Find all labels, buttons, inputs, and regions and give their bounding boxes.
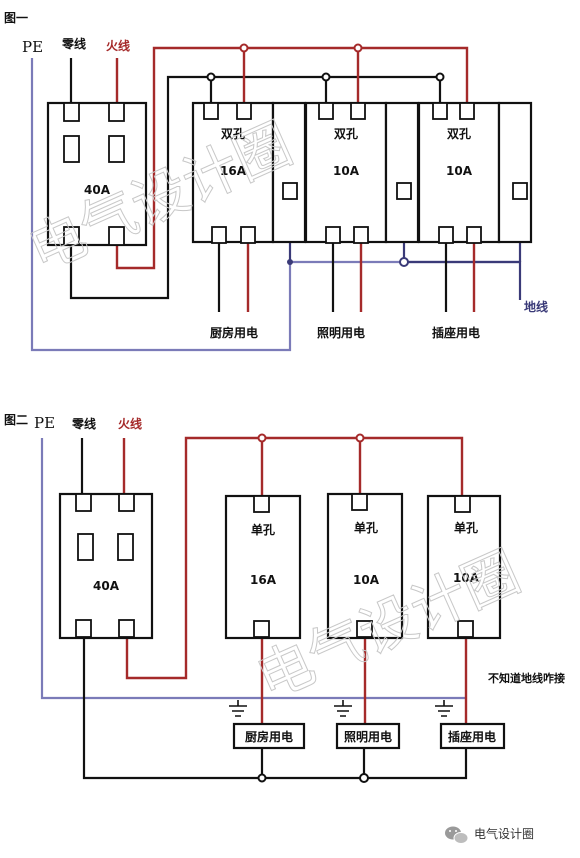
junction-dot [355, 433, 365, 443]
ground-symbol [229, 700, 453, 717]
pe-label: PE [34, 414, 55, 432]
circuit-label: 照明用电 [317, 325, 365, 340]
ground-note: 不知道地线咋接 [488, 671, 565, 685]
footer-brand: 电气设计圈 [445, 826, 534, 844]
pe-label: PE [22, 38, 43, 56]
main-breaker-rating: 40A [93, 579, 120, 593]
breaker-socket: 双孔 10A [417, 101, 533, 244]
breaker-rating: 10A [353, 573, 380, 587]
circuit-live-out [246, 243, 476, 312]
breaker-type: 单孔 [354, 520, 378, 535]
live-label: 火线 [106, 38, 130, 53]
neutral-drops [260, 748, 366, 778]
junction-dot [287, 259, 293, 265]
circuit-label: 照明用电 [344, 729, 392, 744]
pe-wire [40, 438, 466, 700]
neutral-bus [82, 637, 468, 780]
live-bus [115, 46, 469, 270]
breaker-type: 双孔 [447, 127, 471, 141]
junction-dot [257, 773, 267, 783]
circuit-label: 厨房用电 [210, 325, 258, 340]
circuit-live-out [260, 637, 468, 724]
breaker-rating: 10A [333, 164, 360, 178]
ground-bus [404, 260, 522, 300]
breaker-rating: 16A [220, 164, 247, 178]
neutral-drops [209, 77, 328, 103]
figure-2-title: 图二 [4, 413, 28, 427]
junction-dot [321, 72, 331, 82]
ground-label: 地线 [524, 299, 548, 314]
junction-dot [239, 43, 249, 53]
circuit-neutral-out [217, 243, 448, 312]
breaker-kitchen: 双孔 16A [191, 101, 307, 244]
breaker-type: 双孔 [334, 127, 358, 141]
breaker-socket: 单孔 10A [426, 494, 502, 640]
breaker-rating: 16A [250, 573, 277, 587]
circuit-label: 插座用电 [432, 325, 480, 340]
junction-dot [399, 257, 409, 267]
live-drops [260, 438, 362, 496]
figure-1-title: 图一 [4, 11, 28, 25]
pe-wire [30, 58, 520, 352]
live-bus [125, 436, 464, 680]
neutral-label: 零线 [61, 36, 86, 51]
breaker-type: 单孔 [251, 522, 275, 537]
neutral-label: 零线 [71, 416, 96, 431]
junction-dot [353, 43, 363, 53]
live-label: 火线 [118, 416, 142, 431]
breaker-lighting: 单孔 10A [326, 492, 404, 640]
figure-2: 图二 PE 零线 火线 [4, 413, 565, 783]
load-box-socket: 插座用电 [439, 722, 506, 750]
breaker-rating: 10A [453, 571, 480, 585]
footer-brand-text: 电气设计圈 [474, 826, 534, 841]
breaker-type: 双孔 [221, 127, 245, 141]
main-breaker: 40A [46, 101, 148, 247]
load-box-lighting: 照明用电 [335, 722, 401, 750]
load-box-kitchen: 厨房用电 [232, 722, 306, 750]
main-breaker: 40A [58, 492, 154, 640]
junction-dot [257, 433, 267, 443]
circuit-label: 插座用电 [448, 729, 496, 744]
figure-1: 图一 PE 零线 火线 [4, 11, 548, 352]
breaker-kitchen: 单孔 16A [224, 494, 302, 640]
breaker-rating: 10A [446, 164, 473, 178]
circuit-label: 厨房用电 [245, 729, 293, 744]
junction-dot [359, 773, 369, 783]
breaker-lighting: 双孔 10A [304, 101, 420, 244]
junction-dot [435, 72, 445, 82]
wechat-icon [445, 826, 469, 844]
junction-dot [206, 72, 216, 82]
breaker-type: 单孔 [454, 520, 478, 535]
main-breaker-rating: 40A [84, 183, 111, 197]
live-drops [242, 48, 360, 103]
